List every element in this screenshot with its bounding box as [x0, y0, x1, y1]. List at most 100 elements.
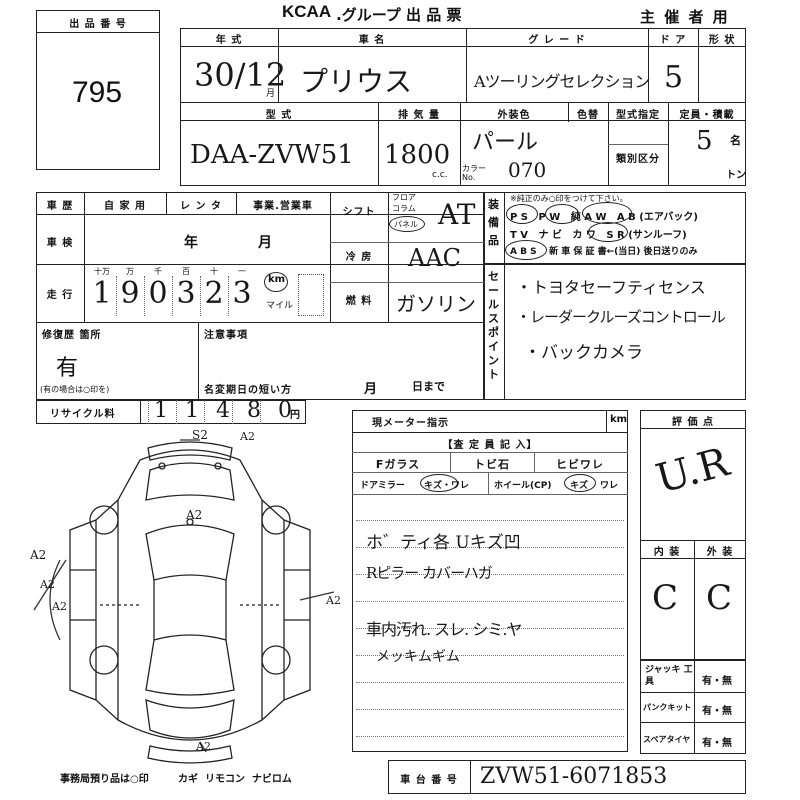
mile-box — [298, 274, 324, 316]
chassis-box — [388, 760, 746, 794]
month-suffix: 月 — [266, 89, 276, 99]
car-name-value: プリウス — [300, 65, 413, 98]
panel-circle — [389, 216, 425, 232]
lot-number: 795 — [72, 76, 123, 109]
grade-label: グ レ ー ド — [528, 35, 586, 46]
recycle-digit-cell — [232, 400, 261, 424]
shape-label: 形 状 — [708, 35, 736, 46]
damage-mark-roof: A2 — [186, 508, 203, 522]
sales-point-1: ・トヨタセーフティセンス — [516, 278, 706, 297]
auction-logo: KCAA — [282, 2, 332, 21]
inspector-note-3: 車内汚れ. スレ. シミ.ヤ — [366, 620, 522, 639]
recycle-digit-cell — [204, 400, 233, 424]
inspector-note-4: メッキムギム — [376, 649, 460, 665]
spare-tire-label: スペアタイヤ — [643, 735, 691, 744]
ton-unit: トン — [726, 170, 746, 181]
inspection-year: 年 — [184, 235, 198, 251]
organizer-label: 主 催 者 用 — [640, 8, 730, 26]
color-code-label: カラー No. — [462, 164, 486, 182]
mileage-unit-4: 十 — [210, 267, 218, 276]
damage-mark-rear: A2 — [196, 740, 211, 753]
office-note: 事務局預り品は○印 — [60, 774, 149, 785]
mileage-digit-3: 3 — [176, 276, 196, 311]
mileage-unit-2: 千 — [154, 267, 162, 276]
history-label: 車 歴 — [46, 201, 74, 212]
sales-point-box — [484, 264, 746, 400]
model-value: DAA-ZVW51 — [190, 140, 354, 170]
shift-floor: フロア — [392, 193, 416, 202]
mileage-label: 走 行 — [46, 290, 74, 301]
notes-label: 注意事項 — [204, 330, 248, 341]
mile-unit: マイル — [266, 301, 294, 311]
person-unit: 名 — [730, 134, 741, 147]
mileage-separator — [200, 276, 201, 316]
crack-label: ヒビワレ — [556, 458, 604, 471]
chip-label: トビ石 — [474, 458, 510, 471]
yen-unit: 円 — [290, 410, 300, 421]
wheel-scratch-circle — [564, 474, 596, 492]
inspector-dotted-line — [356, 682, 624, 683]
repair-history-label: 修復歴 箇所 — [42, 330, 102, 341]
mileage-digit-0: 1 — [92, 276, 112, 311]
interior-label: 内 装 — [653, 547, 681, 558]
puncture-kit-label: パンクキット — [643, 703, 692, 712]
car-name-label: 車 名 — [358, 35, 386, 46]
usage-rental: レ ン タ — [180, 201, 222, 212]
interior-value: C — [652, 578, 679, 618]
damage-mark-left-1: A2 — [30, 548, 47, 562]
inspector-dotted-line — [356, 709, 624, 710]
inspector-dotted-line — [356, 520, 624, 521]
fuel-value: ガソリン — [396, 292, 476, 316]
door-value: 5 — [664, 60, 684, 95]
displacement-label: 排 気 量 — [398, 110, 440, 121]
inspector-dotted-line — [356, 628, 624, 629]
score-label: 評 価 点 — [672, 417, 714, 428]
door-mirror-label: ドアミラー — [360, 481, 405, 491]
displacement-value: 1800 — [384, 140, 451, 170]
spare-tire-value: 有・無 — [702, 738, 732, 749]
due-day: 日まで — [412, 380, 445, 393]
recycle-value: 11480 — [154, 398, 309, 423]
chassis-label: 車 台 番 号 — [400, 775, 458, 786]
ac-value: AAC — [408, 244, 462, 272]
wheel-label: ホイール(CP) — [494, 481, 552, 491]
repair-history-value: 有 — [56, 356, 79, 381]
inspector-box — [352, 410, 628, 752]
usage-business: 事業.営業車 — [253, 201, 313, 212]
sales-point-2: ・レーダークルーズコントロール — [516, 308, 726, 326]
abs-circle — [505, 240, 547, 260]
wheel-crack-label: ワレ — [600, 481, 619, 491]
damage-mark-left-3: A2 — [52, 600, 67, 613]
recycle-digit-cell — [260, 400, 289, 424]
damage-mark-right: A2 — [326, 594, 341, 607]
capacity-label: 定員・積載 — [679, 110, 735, 121]
year-label: 年 式 — [215, 35, 243, 46]
model-label: 型 式 — [265, 110, 293, 121]
fuel-label: 燃 料 — [345, 296, 373, 307]
type-designation-label: 型式指定 — [616, 110, 660, 121]
mileage-separator — [172, 276, 173, 316]
damage-mark-front-1: S2 — [192, 428, 208, 442]
usage-box — [36, 192, 484, 400]
km-circle — [264, 272, 288, 292]
capacity-value: 5 — [696, 126, 713, 156]
year-value: 30/12 — [194, 56, 287, 94]
inspector-dotted-line — [356, 736, 624, 737]
mileage-unit-5: 一 — [238, 267, 246, 276]
sales-point-label: セールスポイント — [488, 270, 499, 381]
form-title: .グループ 出 品 票 — [336, 6, 462, 24]
leather-circle — [588, 222, 628, 242]
damage-mark-front-2: A2 — [240, 430, 255, 443]
shift-label: シフト — [342, 207, 376, 218]
cc-unit: c.c. — [432, 170, 448, 180]
classification-label: 類別区分 — [616, 154, 660, 165]
mileage-separator — [144, 276, 145, 316]
mirror-scratch-circle — [420, 474, 458, 492]
office-items: カギ リモコン ナビロム — [178, 774, 292, 785]
jack-value: 有・無 — [702, 676, 732, 687]
mileage-unit-0: 十万 — [94, 267, 110, 276]
meter-label: 現メーター指示 — [372, 418, 449, 429]
shift-column: コラム — [392, 204, 416, 213]
inspector-dotted-line — [356, 547, 624, 548]
exterior-color-value: パール — [472, 130, 539, 155]
